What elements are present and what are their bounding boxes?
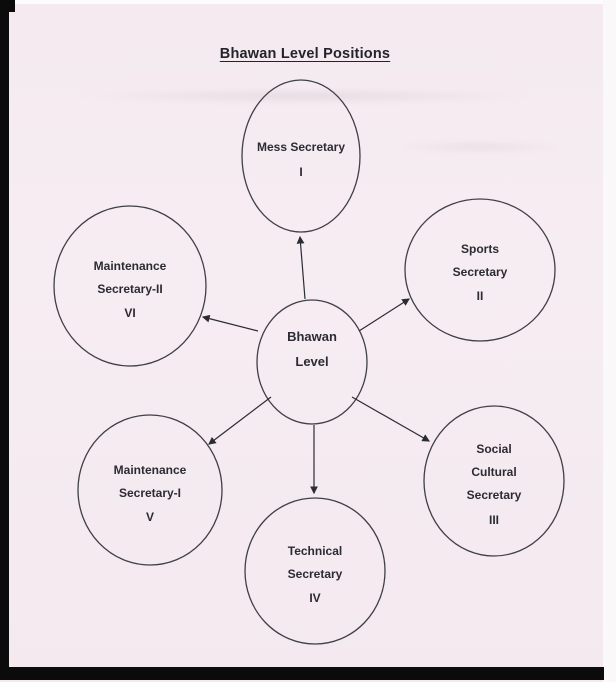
arrow-to-mess-secretary xyxy=(296,235,306,300)
arrow-to-maintenance-secretary-2 xyxy=(201,314,259,332)
node-numeral: I xyxy=(299,164,303,179)
center-node: Bhawan Level xyxy=(257,300,367,424)
node-label: Social Cultural Secretary xyxy=(466,442,522,502)
sports-secretary-ellipse xyxy=(404,198,556,342)
maintenance-secretary-2-ellipse xyxy=(53,205,207,367)
arrow-to-social-cultural-secretary xyxy=(351,396,431,442)
node-label: Maintenance Secretary-II xyxy=(93,258,167,296)
scan-edge-left xyxy=(0,0,9,680)
node-numeral: VI xyxy=(124,306,136,321)
node-label: Technical Secretary xyxy=(287,543,343,581)
node-numeral: IV xyxy=(309,591,321,606)
arrow-to-maintenance-secretary-1 xyxy=(208,396,272,445)
center-node-label-line1: Bhawan xyxy=(287,328,337,344)
page-title: Bhawan Level Positions xyxy=(219,46,391,62)
node-label: Maintenance Secretary-I xyxy=(113,462,187,500)
center-node-label-line2: Level xyxy=(295,354,329,369)
scan-edge-bottom xyxy=(0,667,604,680)
node-maintenance-secretary-1: Maintenance Secretary-I V xyxy=(78,417,222,565)
center-ellipse xyxy=(256,299,368,425)
scan-edge-right xyxy=(603,0,616,682)
social-cultural-secretary-ellipse xyxy=(423,405,565,557)
arrow-to-sports-secretary xyxy=(358,298,410,332)
node-maintenance-secretary-2: Maintenance Secretary-II VI xyxy=(54,208,206,366)
mess-secretary-ellipse xyxy=(241,79,361,233)
node-label: Sports Secretary xyxy=(452,241,508,279)
node-label: Mess Secretary xyxy=(256,140,346,155)
technical-secretary-ellipse xyxy=(244,497,386,645)
node-technical-secretary: Technical Secretary IV xyxy=(245,500,385,644)
node-numeral: II xyxy=(476,289,484,304)
maintenance-secretary-1-ellipse xyxy=(77,414,223,566)
scan-edge-top xyxy=(10,0,616,4)
node-sports-secretary: Sports Secretary II xyxy=(405,200,555,340)
scan-bleedthrough-smudge xyxy=(70,88,540,104)
node-social-cultural-secretary: Social Cultural Secretary III xyxy=(424,408,564,556)
scan-corner-blot xyxy=(0,0,15,12)
node-numeral: V xyxy=(145,510,154,525)
node-numeral: III xyxy=(488,512,499,527)
scan-bleedthrough-smudge xyxy=(390,140,570,154)
node-mess-secretary: Mess Secretary I xyxy=(242,82,360,232)
